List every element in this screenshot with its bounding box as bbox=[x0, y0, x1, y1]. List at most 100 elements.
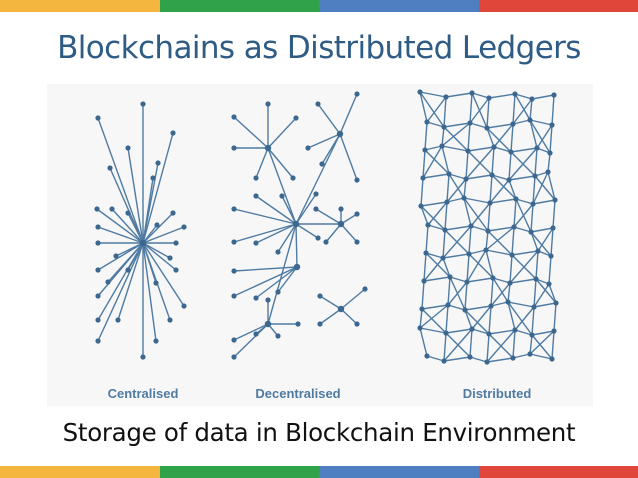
network-link bbox=[233, 266, 298, 272]
slide-caption: Storage of data in Blockchain Environmen… bbox=[62, 418, 576, 447]
network-link bbox=[508, 151, 512, 181]
network-link bbox=[420, 201, 448, 207]
network-link bbox=[444, 225, 472, 231]
network-node bbox=[95, 224, 101, 230]
network-link bbox=[532, 199, 556, 205]
bottom-accent-bar bbox=[0, 466, 638, 478]
network-node bbox=[530, 201, 536, 207]
network-node bbox=[95, 317, 101, 323]
network-node bbox=[505, 299, 511, 305]
network-node bbox=[275, 333, 281, 339]
network-node bbox=[354, 239, 360, 245]
network-link bbox=[550, 227, 554, 257]
network-link bbox=[485, 249, 494, 279]
network-link bbox=[97, 226, 144, 244]
network-link bbox=[443, 96, 447, 128]
network-link bbox=[487, 230, 513, 256]
network-node bbox=[511, 224, 517, 230]
network-link bbox=[419, 91, 447, 98]
network-node bbox=[419, 306, 425, 312]
network-node bbox=[423, 250, 429, 256]
network-link bbox=[529, 119, 551, 154]
network-link bbox=[488, 329, 516, 335]
network-link bbox=[485, 226, 515, 251]
network-link bbox=[295, 223, 319, 239]
network-node bbox=[95, 338, 101, 344]
network-node bbox=[140, 101, 146, 107]
network-link bbox=[548, 283, 557, 304]
network-node bbox=[253, 193, 259, 199]
network-link bbox=[529, 334, 533, 355]
network-link bbox=[533, 278, 537, 308]
network-node bbox=[139, 239, 147, 247]
network-link bbox=[277, 223, 297, 253]
network-link bbox=[471, 328, 490, 335]
network-link bbox=[549, 124, 553, 154]
network-node bbox=[323, 239, 329, 245]
network-link bbox=[425, 224, 429, 254]
network-link bbox=[487, 202, 491, 232]
network-link bbox=[142, 242, 185, 307]
slide-title: Blockchains as Distributed Ledgers bbox=[57, 30, 581, 66]
network-link bbox=[421, 280, 425, 310]
network-link bbox=[532, 171, 549, 205]
network-link bbox=[535, 278, 557, 304]
network-node bbox=[447, 274, 453, 280]
network-link bbox=[444, 201, 448, 231]
network-node bbox=[315, 235, 321, 241]
network-link bbox=[464, 281, 468, 311]
network-link bbox=[547, 152, 551, 173]
network-link bbox=[448, 173, 467, 180]
network-node bbox=[489, 172, 495, 178]
network-link bbox=[96, 208, 144, 244]
network-link bbox=[424, 121, 428, 151]
network-node bbox=[467, 120, 473, 126]
network-link bbox=[142, 242, 157, 342]
network-node bbox=[548, 253, 554, 259]
network-node bbox=[484, 359, 490, 365]
network-node bbox=[418, 203, 424, 209]
network-node bbox=[154, 222, 160, 228]
network-node bbox=[167, 255, 173, 261]
network-node bbox=[441, 124, 447, 130]
network-link bbox=[340, 288, 366, 310]
network-node bbox=[105, 279, 111, 285]
network-link bbox=[127, 147, 144, 244]
network-node bbox=[446, 171, 452, 177]
network-link bbox=[422, 149, 426, 179]
network-link bbox=[469, 92, 473, 124]
network-link bbox=[97, 242, 144, 271]
network-node bbox=[305, 145, 311, 151]
network-node bbox=[95, 115, 101, 121]
network-node bbox=[109, 206, 115, 212]
network-link bbox=[317, 103, 341, 135]
network-node bbox=[465, 148, 471, 154]
network-link bbox=[468, 225, 472, 255]
network-link bbox=[529, 119, 538, 149]
network-link bbox=[492, 277, 511, 284]
network-link bbox=[281, 195, 297, 225]
network-node bbox=[421, 278, 427, 284]
network-node bbox=[336, 130, 344, 138]
network-link bbox=[233, 266, 298, 297]
network-link bbox=[446, 197, 465, 203]
network-link bbox=[420, 177, 424, 207]
network-node bbox=[231, 114, 237, 120]
network-link bbox=[446, 173, 450, 203]
network-link bbox=[514, 93, 531, 121]
network-link bbox=[531, 334, 553, 360]
network-link bbox=[507, 301, 535, 308]
network-link bbox=[491, 174, 510, 181]
network-link bbox=[233, 223, 297, 243]
top-accent-bar bbox=[0, 0, 638, 12]
network-node bbox=[231, 354, 237, 360]
network-link bbox=[446, 178, 467, 203]
network-link bbox=[267, 147, 294, 179]
network-link bbox=[442, 225, 472, 259]
network-link bbox=[531, 330, 555, 336]
network-node bbox=[531, 304, 537, 310]
network-link bbox=[485, 249, 513, 256]
network-node bbox=[140, 354, 146, 360]
network-node bbox=[420, 175, 426, 181]
network-node bbox=[264, 144, 272, 152]
